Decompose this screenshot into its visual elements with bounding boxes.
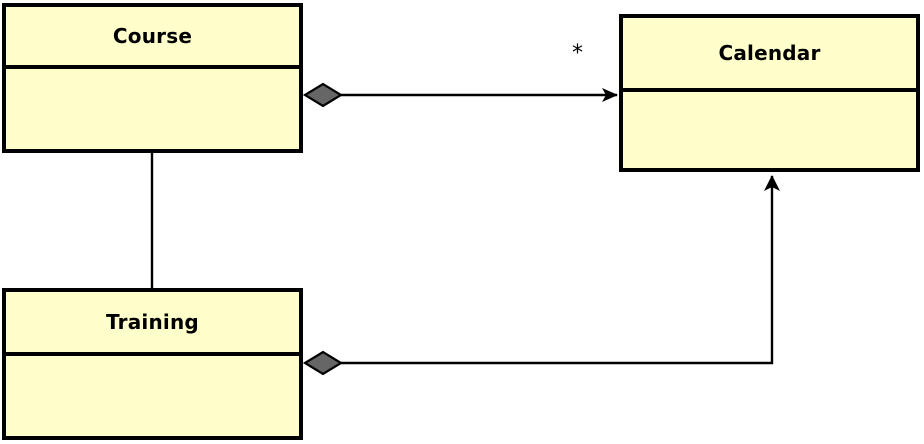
class-name-calendar: Calendar: [718, 41, 821, 65]
class-name-course: Course: [112, 24, 193, 48]
multiplicity-label-star: *: [572, 41, 583, 66]
aggregation-diamond-training: [302, 350, 344, 376]
class-attributes-training: [6, 356, 299, 436]
class-header-calendar: Calendar: [623, 18, 916, 92]
class-header-training: Training: [6, 292, 299, 356]
class-attributes-course: [6, 69, 299, 149]
class-box-course[interactable]: Course: [2, 3, 303, 153]
edge-training-to-calendar[interactable]: [302, 175, 780, 376]
class-box-training[interactable]: Training: [2, 288, 303, 440]
class-name-training: Training: [106, 310, 199, 334]
aggregation-diamond-course: [302, 82, 344, 108]
class-header-course: Course: [6, 7, 299, 69]
edge-course-to-calendar[interactable]: [302, 82, 618, 108]
class-box-calendar[interactable]: Calendar: [619, 14, 920, 172]
class-attributes-calendar: [623, 92, 916, 168]
edge-training-to-calendar-line: [341, 175, 780, 365]
